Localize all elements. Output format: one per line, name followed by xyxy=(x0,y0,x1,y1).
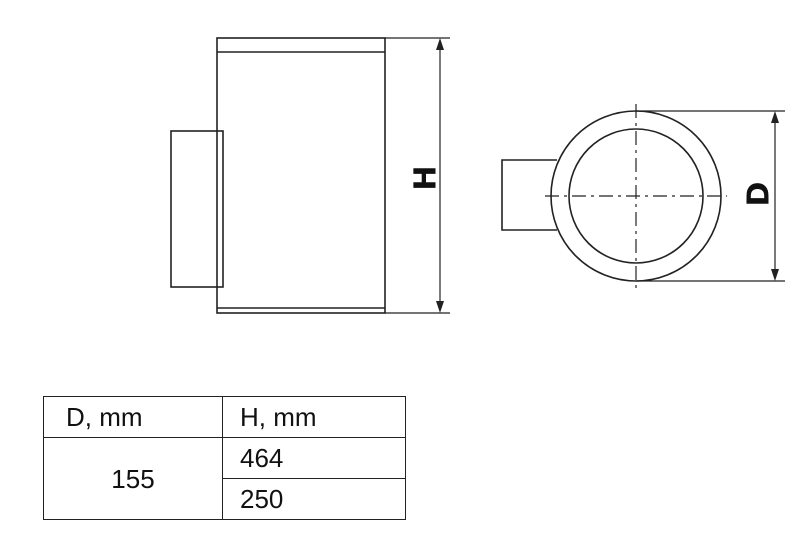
d-value-cell: 155 xyxy=(43,437,223,520)
dimensions-table: D, mm H, mm 155 464 250 xyxy=(43,396,406,520)
table-header-row: D, mm H, mm xyxy=(43,396,406,438)
diameter-arrow-bottom xyxy=(771,269,779,281)
top-nozzle xyxy=(501,159,557,231)
height-arrow-top xyxy=(436,38,444,50)
cylinder-body xyxy=(216,37,386,314)
header-h: H, mm xyxy=(222,396,406,438)
side-nozzle xyxy=(170,130,224,288)
height-arrow-bottom xyxy=(436,301,444,313)
h-value-cell: 464 xyxy=(222,437,406,479)
top-view xyxy=(501,104,785,288)
h-value-cell: 250 xyxy=(222,478,406,520)
table-row: 155 464 xyxy=(43,437,406,520)
table-row: 250 xyxy=(44,478,406,520)
diameter-label: D xyxy=(742,182,777,207)
inner-circle xyxy=(568,128,704,264)
diameter-arrow-top xyxy=(771,111,779,123)
technical-drawing: H D xyxy=(170,37,785,314)
height-label: H xyxy=(409,165,444,190)
side-view xyxy=(170,37,450,314)
header-d: D, mm xyxy=(43,396,223,438)
